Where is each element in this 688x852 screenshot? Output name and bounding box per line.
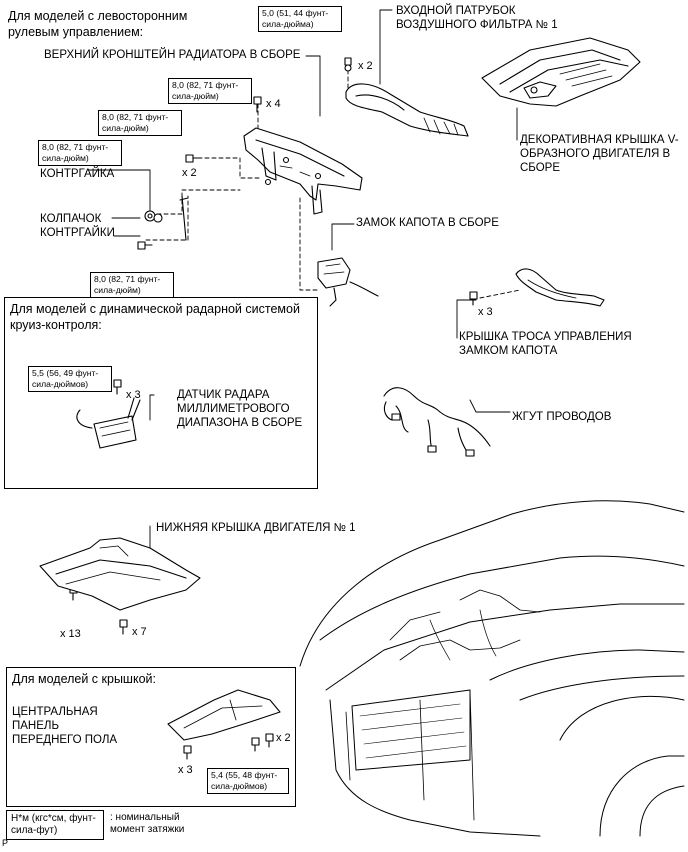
- qty-radar: x 3: [126, 389, 141, 401]
- torque-panel: 5,4 (55, 48 фунт-сила-дюймов): [207, 768, 289, 794]
- label-under-cover: НИЖНЯЯ КРЫШКА ДВИГАТЕЛЯ № 1: [156, 522, 356, 534]
- hood-lock-drawing: [317, 257, 379, 307]
- label-hood-cable-cover: КРЫШКА ТРОСА УПРАВЛЕНИЯ ЗАМКОМ КАПОТА: [459, 331, 632, 357]
- center-floor-panel-drawing: [167, 689, 281, 741]
- qty-panel-2: x 2: [276, 732, 291, 744]
- qty-bracket: x 4: [266, 98, 281, 110]
- label-center-panel: ЦЕНТРАЛЬНАЯ ПАНЕЛЬ ПЕРЕДНЕГО ПОЛА: [12, 706, 118, 746]
- label-upper-bracket: ВЕРХНИЙ КРОНШТЕЙН РАДИАТОРА В СБОРЕ: [44, 49, 301, 61]
- assembly-dashed-lines: [145, 69, 521, 299]
- header-cover-models: Для моделей с крышкой:: [12, 672, 156, 686]
- v-engine-cover-drawing: [481, 37, 641, 107]
- torque-radar: 5,5 (56, 49 фунт-сила-дюймов): [28, 366, 112, 392]
- qty-under-cover-7: x 7: [132, 626, 147, 638]
- header-lhd-models: Для моделей с левосторонним рулевым упра…: [8, 9, 188, 39]
- hood-cable-cover-drawing: [515, 268, 605, 307]
- torque-legend-meaning: : номинальный момент затяжки: [110, 812, 185, 835]
- label-air-intake: ВХОДНОЙ ПАТРУБОК ВОЗДУШНОГО ФИЛЬТРА № 1: [396, 5, 558, 31]
- locknut-drawing: [144, 195, 189, 241]
- cover-models-box: [6, 667, 296, 807]
- air-intake-duct-drawing: [344, 57, 469, 137]
- qty-cable-cover: x 3: [478, 306, 493, 318]
- vehicle-front-drawing: [299, 500, 685, 837]
- label-locknut-cap: КОЛПАЧОК КОНТРГАЙКИ: [40, 213, 115, 239]
- label-v-cover: ДЕКОРАТИВНАЯ КРЫШКА V-ОБРАЗНОГО ДВИГАТЕЛ…: [520, 134, 679, 174]
- upper-radiator-bracket-drawing: [243, 127, 363, 215]
- qty-air-intake: x 2: [358, 60, 373, 72]
- qty-under-cover-13: x 13: [60, 628, 81, 640]
- corner-mark: P: [2, 838, 9, 848]
- label-radar-sensor: ДАТЧИК РАДАРА МИЛЛИМЕТРОВОГО ДИАПАЗОНА В…: [177, 389, 303, 429]
- torque-bracket-top: 8,0 (82, 71 фунт-сила-дюйм): [168, 78, 252, 104]
- header-radar-models: Для моделей с динамической радарной сист…: [10, 302, 300, 332]
- qty-bracket-mid: x 2: [182, 167, 197, 179]
- torque-bottom-bolt: 8,0 (82, 71 фунт-сила-дюйм): [90, 272, 174, 298]
- torque-locknut: 8,0 (82, 71 фунт-сила-дюйм): [38, 140, 122, 166]
- label-locknut: КОНТРГАЙКА: [40, 168, 115, 180]
- wire-harness-drawing: [383, 387, 491, 457]
- torque-bracket-mid: 8,0 (82, 71 фунт-сила-дюйм): [98, 110, 182, 136]
- label-wire-harness: ЖГУТ ПРОВОДОВ: [512, 411, 612, 423]
- torque-air-intake: 5,0 (51, 44 фунт-сила-дюйма): [258, 6, 342, 32]
- label-hood-lock: ЗАМОК КАПОТА В СБОРЕ: [356, 217, 499, 229]
- torque-legend-unit: Н*м (кгс*см, фунт-сила-фут): [6, 810, 104, 840]
- bolt-icons: [69, 96, 478, 760]
- qty-panel-3: x 3: [178, 764, 193, 776]
- engine-under-cover-drawing: [39, 537, 201, 611]
- radar-sensor-drawing: [76, 397, 141, 449]
